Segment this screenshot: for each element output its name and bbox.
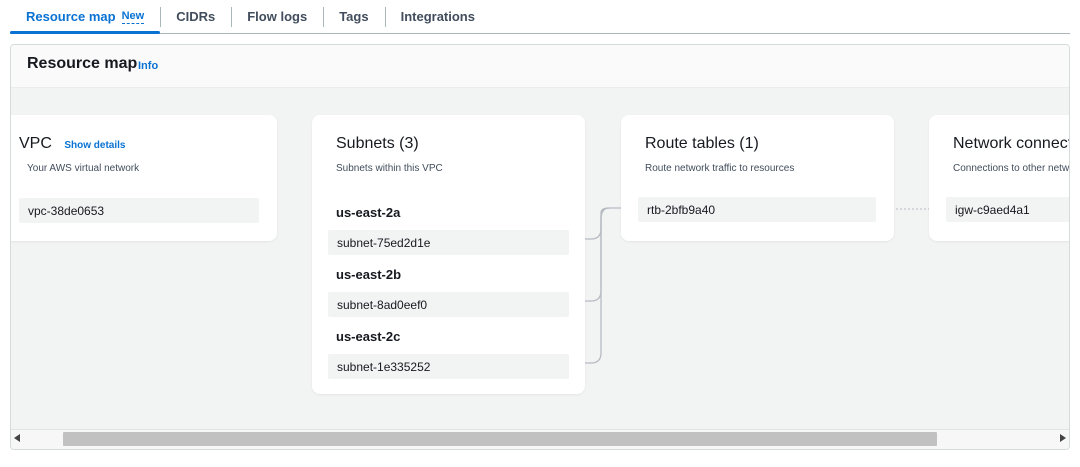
scrollbar-thumb[interactable] (63, 432, 937, 446)
scroll-left-arrow-icon[interactable] (14, 434, 20, 442)
tab-cidrs[interactable]: CIDRs (160, 0, 231, 33)
network-connections-subtitle: Connections to other networks (953, 163, 1069, 174)
connector-subnet-2c-to-rtb (568, 207, 610, 364)
subnet-item[interactable]: subnet-8ad0eef0 (328, 292, 569, 317)
subnet-item[interactable]: subnet-1e335252 (328, 354, 569, 379)
panel-title: Resource map (27, 55, 138, 72)
vpc-card-title: VPC Show details (19, 135, 125, 153)
tab-integrations[interactable]: Integrations (384, 0, 491, 33)
tab-label: Flow logs (247, 9, 308, 24)
panel-header: Resource map Info (11, 45, 1069, 88)
scroll-right-arrow-icon[interactable] (1060, 434, 1066, 442)
route-tables-card: Route tables (1) Route network traffic t… (621, 115, 894, 241)
internet-gateway-item[interactable]: igw-c9aed4a1 (946, 197, 1069, 222)
vpc-id[interactable]: vpc-38de0653 (19, 198, 259, 223)
network-connections-title: Network connections (953, 135, 1069, 152)
show-details-link[interactable]: Show details (64, 140, 126, 151)
vpc-card: VPC Show details Your AWS virtual networ… (11, 115, 277, 241)
tab-label: Tags (339, 9, 369, 24)
resource-map-panel: Resource map Info VPC Show details Your … (10, 44, 1070, 450)
tab-flow-logs[interactable]: Flow logs (231, 0, 323, 33)
availability-zone-label: us-east-2a (336, 205, 401, 220)
tab-label: CIDRs (176, 9, 216, 24)
subnets-card: Subnets (3) Subnets within this VPC us-e… (312, 115, 585, 394)
vpc-title: VPC (19, 135, 52, 152)
new-badge: New (121, 9, 145, 24)
network-connections-card: Network connections Connections to other… (929, 115, 1069, 241)
availability-zone-label: us-east-2c (336, 329, 401, 344)
vpc-subtitle: Your AWS virtual network (27, 163, 140, 174)
subnets-subtitle: Subnets within this VPC (336, 163, 443, 174)
tab-resource-map[interactable]: Resource map New (10, 0, 161, 34)
availability-zone-label: us-east-2b (336, 267, 402, 282)
tab-label: Resource map (26, 9, 116, 24)
route-table-item[interactable]: rtb-2bfb9a40 (638, 197, 876, 222)
tab-bar: Resource map New CIDRs Flow logs Tags In… (10, 0, 1070, 34)
route-tables-subtitle: Route network traffic to resources (645, 163, 795, 174)
subnets-title: Subnets (3) (336, 135, 419, 152)
route-tables-title: Route tables (1) (645, 135, 759, 152)
resource-map-canvas[interactable]: VPC Show details Your AWS virtual networ… (11, 89, 1069, 429)
tab-tags[interactable]: Tags (323, 0, 384, 33)
horizontal-scrollbar[interactable] (11, 429, 1069, 449)
info-link[interactable]: Info (138, 60, 159, 72)
subnet-item[interactable]: subnet-75ed2d1e (328, 230, 569, 255)
tab-label: Integrations (400, 9, 475, 24)
